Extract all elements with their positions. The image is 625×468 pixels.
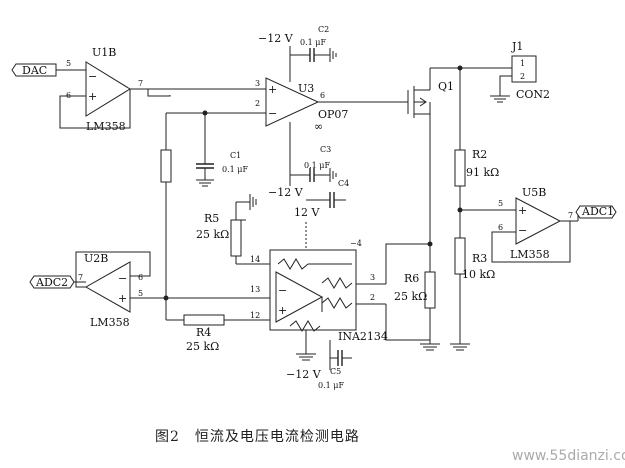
connector-j1: 1 2 J1 CON2 [490,40,550,103]
svg-text:7: 7 [138,79,143,88]
dac-label: DAC [22,64,47,77]
svg-text:−: − [88,70,97,83]
svg-text:C5: C5 [330,367,341,376]
svg-text:−: − [278,284,287,297]
svg-text:−12 V: −12 V [268,186,304,199]
voltage-divider: R2 91 kΩ R3 10 kΩ + − 5 6 7 U5B LM358 AD… [450,68,617,351]
opamp-u1b [85,61,131,117]
svg-text:2: 2 [370,293,375,302]
svg-text:R2: R2 [472,148,487,161]
feedback-resistor [160,149,172,183]
svg-text:C4: C4 [338,179,349,188]
u2b-label: U2B [84,252,108,265]
u2b-part: LM358 [90,316,130,329]
svg-text:+: + [118,292,127,305]
svg-text:14: 14 [250,255,260,264]
svg-text:+: + [278,304,287,317]
adc2-label: ADC2 [35,276,68,289]
feedback-network: C1 0.1 μF [160,110,266,290]
dac-buffer-u1b: DAC − + 5 6 7 U1B LM358 [11,46,262,133]
svg-text:1: 1 [520,59,525,68]
svg-text:0.1 μF: 0.1 μF [304,161,330,170]
svg-text:−: − [518,224,527,237]
svg-text:2: 2 [520,72,525,81]
svg-text:−4: −4 [350,239,362,248]
svg-text:12 V: 12 V [294,206,320,219]
u1b-label: U1B [92,46,116,59]
watermark-text: www.55dianzi.com [512,448,625,464]
q1-label: Q1 [438,80,454,93]
resistor-r2 [454,149,466,187]
svg-text:5: 5 [138,289,143,298]
u5b-part: LM358 [510,248,550,261]
svg-text:+: + [88,90,97,103]
resistor-r4 [183,314,225,326]
svg-text:6: 6 [320,91,325,100]
sense-resistor-r6: R6 25 kΩ [385,241,440,351]
svg-text:0.1 μF: 0.1 μF [318,381,344,390]
svg-text:10 kΩ: 10 kΩ [462,268,495,281]
svg-text:+: + [268,83,277,96]
opamp-u2b [84,261,131,313]
svg-text:5: 5 [498,199,503,208]
svg-text:6: 6 [138,273,143,282]
svg-text:13: 13 [250,285,260,294]
u3-label: U3 [298,82,314,95]
u3-part: OP07 [318,108,348,121]
adc2-buffer-u2b: ADC2 − + 7 6 5 U2B LM358 R4 25 kΩ [29,251,270,353]
ina-label: INA2134 [338,330,388,343]
resistor-r5 [230,219,242,257]
opamp-u5b [515,197,562,245]
svg-text:5: 5 [66,59,71,68]
svg-text:7: 7 [78,273,83,282]
svg-text:R6: R6 [404,272,419,285]
opamp-u3 [265,77,320,127]
svg-text:−: − [118,272,127,285]
svg-text:C3: C3 [320,145,331,154]
svg-text:25 kΩ: 25 kΩ [186,340,219,353]
svg-text:0.1 μF: 0.1 μF [300,38,326,47]
u3-neg-supply: −12 V [258,32,294,45]
svg-text:12: 12 [250,311,260,320]
svg-text:−: − [268,107,277,120]
svg-text:25 kΩ: 25 kΩ [394,290,427,303]
svg-text:R3: R3 [472,252,487,265]
svg-text:25 kΩ: 25 kΩ [196,228,229,241]
svg-text:6: 6 [498,223,503,232]
figure-caption: 图2 恒流及电压电流检测电路 [155,429,360,445]
svg-text:+: + [518,204,527,217]
svg-text:R4: R4 [196,326,211,339]
svg-text:C1: C1 [230,151,241,160]
ina2134-amp: − + 14 13 12 3 2 INA2134 −4 R5 25 kΩ 12 … [196,179,388,390]
adc1-label: ADC1 [581,205,614,218]
svg-text:3: 3 [370,273,375,282]
svg-text:C2: C2 [318,25,329,34]
svg-text:−12 V: −12 V [286,368,322,381]
svg-text:0.1 μF: 0.1 μF [222,165,248,174]
opamp-u3-op07: + − 3 2 6 U3 OP07 ∞ −12 V C2 0.1 μF C3 0… [255,25,408,199]
adc1-port [575,205,617,219]
svg-text:J1: J1 [511,40,523,53]
svg-text:R5: R5 [204,212,219,225]
svg-text:3: 3 [255,79,260,88]
u5b-label: U5B [522,186,546,199]
connector-j1-body [511,55,537,83]
svg-text:2: 2 [255,99,260,108]
ina2134-opamp [275,271,324,323]
svg-text:∞: ∞ [314,120,323,133]
u1b-part: LM358 [86,120,126,133]
svg-text:7: 7 [568,211,573,220]
svg-text:91 kΩ: 91 kΩ [466,166,499,179]
svg-text:CON2: CON2 [516,88,550,101]
